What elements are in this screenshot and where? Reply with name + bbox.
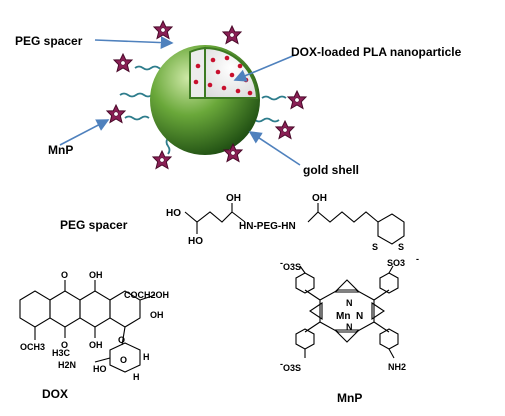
mnp-star [113, 53, 133, 72]
mnp-chem-n-right: N [356, 311, 363, 322]
peg-spring [119, 92, 153, 98]
peg-chem-s2: S [398, 242, 404, 252]
arrow-gold-shell [248, 131, 301, 166]
mnp-chem-minus-tr: - [416, 254, 419, 264]
dox-chem-nh2: H2N [58, 360, 76, 370]
label-dox-nanoparticle: DOX-loaded PLA nanoparticle [291, 45, 462, 59]
dox-chem-oh-sugar: HO [93, 364, 107, 374]
pla-core-cutaway-side [189, 46, 206, 99]
arrow-mnp [59, 119, 110, 146]
peg-chem-oh3: OH [312, 193, 327, 204]
mnp-star [222, 25, 242, 44]
mnp-structure: N N Mn N N - O3S SO3 - - O3S NH2 [280, 254, 419, 373]
label-mnp-structure: MnP [337, 391, 362, 405]
peg-spring [124, 115, 150, 121]
label-peg-spacer-structure: PEG spacer [60, 218, 128, 232]
mnp-star [106, 104, 126, 123]
dox-chem-oh-top: OH [89, 270, 103, 280]
mnp-chem-so3-bl: O3S [283, 363, 301, 373]
mnp-chem-minus-bl: - [280, 359, 283, 369]
mnp-star [275, 120, 295, 139]
label-dox-structure: DOX [42, 387, 68, 401]
peg-chem-ho2: HO [188, 236, 203, 247]
mnp-chem-n-top: N [346, 298, 353, 308]
dox-chem-o-top: O [61, 270, 68, 280]
mnp-chem-so3-tr: SO3 [387, 258, 405, 268]
dox-chem-o-bottom: O [61, 340, 68, 350]
mnp-star [287, 90, 307, 109]
dox-chem-ch3: H3C [52, 348, 71, 358]
label-mnp-side: MnP [48, 143, 73, 157]
peg-spring [165, 137, 171, 155]
peg-chem-oh1: OH [226, 193, 241, 204]
label-gold-shell: gold shell [303, 163, 359, 177]
dox-chem-coch2oh: COCH2OH [124, 290, 169, 300]
label-peg-spacer-top: PEG spacer [15, 34, 83, 48]
dox-chem-h-sugar: H [143, 352, 150, 362]
nanoparticle [150, 45, 260, 155]
arrow-peg-spacer [94, 36, 174, 49]
peg-chem-s1: S [372, 242, 378, 252]
peg-spacer-structure: HO OH HO OH HN-PEG-HN OH S S [166, 193, 405, 252]
dox-chem-o-ring: O [118, 335, 125, 345]
peg-chem-chain: HN-PEG-HN [239, 221, 296, 232]
dox-chem-oh-bottom: OH [89, 340, 103, 350]
mnp-chem-n-bottom: N [346, 322, 353, 332]
mnp-chem-nh2: NH2 [388, 362, 406, 372]
mnp-star [153, 20, 173, 39]
pointer-arrows [59, 36, 301, 166]
arrow-dox-nanoparticle [233, 54, 296, 82]
mnp-chem-so3-tl: O3S [283, 262, 301, 272]
dox-chem-o-sugar: O [120, 355, 127, 365]
dox-chem-h2: H [133, 372, 140, 382]
peg-chem-ho1: HO [166, 208, 181, 219]
mnp-chem-mn: Mn [336, 311, 350, 322]
dox-chem-och3: OCH3 [20, 342, 45, 352]
dox-structure: O OH COCH2OH OH O OH OCH3 O H3C O H HO H… [19, 270, 169, 382]
peg-spring [261, 95, 287, 101]
dox-chem-oh-mid: OH [150, 310, 164, 320]
peg-spring [254, 117, 280, 123]
mnp-chem-minus-tl: - [280, 258, 283, 268]
